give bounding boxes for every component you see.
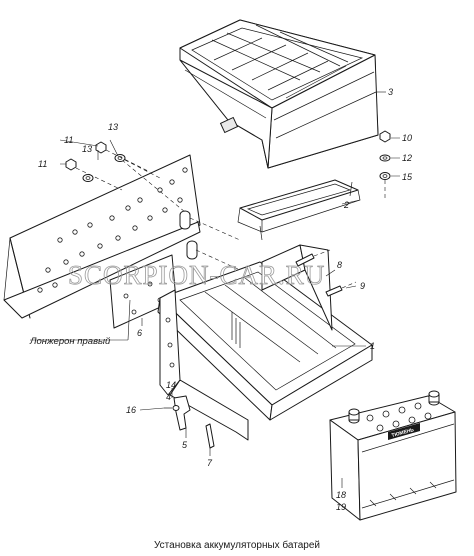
hook-assembly	[164, 395, 215, 449]
callout-11-upper: 11	[64, 135, 73, 145]
callout-16: 16	[126, 405, 136, 415]
callout-10: 10	[402, 133, 412, 143]
callout-19: 19	[336, 502, 346, 512]
battery-brand-text: ТЮМЕНЬ	[391, 427, 415, 439]
callout-13-upper: 13	[108, 122, 118, 132]
callout-2: 2	[343, 200, 349, 210]
leader-lines	[30, 91, 400, 488]
battery-cover	[179, 19, 379, 169]
callout-15: 15	[402, 172, 413, 182]
side-member-label: Лонжерон правый	[29, 336, 111, 347]
callout-6: 6	[137, 328, 142, 338]
callout-13-lower: 13	[82, 144, 92, 154]
callout-numbers: 3 2 1 10 12 15 11 11 13 13 8 9 6 14 4 16…	[38, 87, 413, 512]
clamp-frame	[237, 179, 361, 241]
callout-3: 3	[388, 87, 393, 97]
callout-9: 9	[360, 281, 365, 291]
callout-1: 1	[370, 341, 375, 351]
callout-18: 18	[336, 490, 346, 500]
battery: ТЮМЕНЬ	[329, 390, 457, 521]
right-side-member	[3, 154, 201, 319]
callout-4: 4	[166, 392, 171, 402]
callout-12: 12	[402, 153, 412, 163]
callout-11-lower: 11	[38, 159, 47, 169]
battery-tray	[157, 244, 373, 441]
callout-14: 14	[166, 380, 176, 390]
watermark-text: SCORPION-CAR.RU	[68, 260, 325, 290]
rail-fasteners	[65, 141, 161, 191]
bolts-8-9	[295, 249, 357, 297]
callout-5: 5	[182, 440, 188, 450]
cover-fasteners	[379, 130, 391, 200]
callout-8: 8	[337, 260, 342, 270]
spacer-bushings	[121, 159, 241, 271]
diagram-caption: Установка аккумуляторных батарей	[154, 539, 320, 551]
callout-7: 7	[207, 458, 213, 468]
